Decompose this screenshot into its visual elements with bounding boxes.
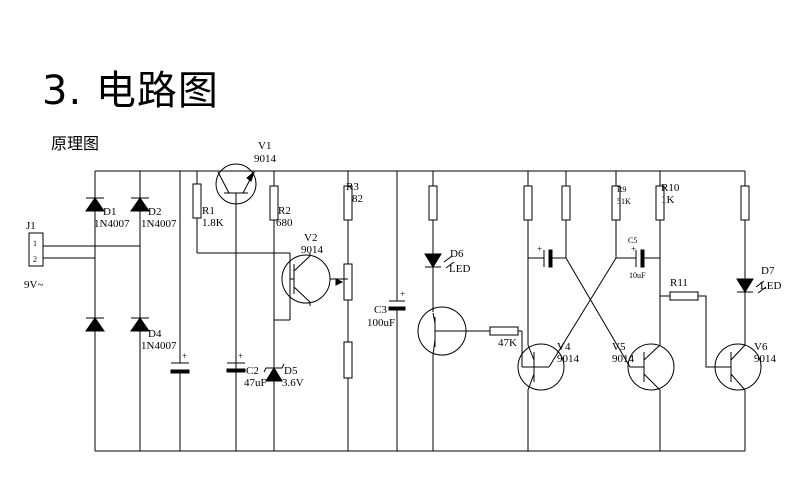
svg-text:+: + bbox=[537, 244, 542, 254]
capacitor-c3: + C3 100uF bbox=[367, 171, 406, 451]
label-j1: J1 bbox=[26, 220, 36, 232]
label-v4: V4 bbox=[557, 341, 571, 353]
label-d4: D4 bbox=[148, 328, 162, 340]
resistor-r11: R11 bbox=[660, 277, 722, 368]
resistor-r3: R3 82 bbox=[343, 171, 363, 221]
label-d1: D1 bbox=[103, 206, 116, 218]
label-v6-part: 9014 bbox=[754, 353, 777, 365]
svg-text:+: + bbox=[238, 351, 243, 361]
label-r1: R1 bbox=[202, 205, 215, 217]
label-d7-part: LED bbox=[760, 280, 781, 292]
diode-d4 bbox=[130, 317, 150, 332]
cross-coupling bbox=[548, 257, 631, 368]
resistor-r9: R9 51K bbox=[611, 171, 631, 258]
svg-text:+: + bbox=[631, 244, 636, 254]
transistor-v5: V5 9014 bbox=[612, 341, 675, 451]
diode-d2 bbox=[130, 197, 150, 212]
label-r10-val: 1K bbox=[661, 194, 675, 206]
label-j1-supply: 9V~ bbox=[24, 279, 43, 291]
diode-d3 bbox=[85, 317, 105, 332]
label-r10: R10 bbox=[661, 182, 680, 194]
label-d1-part: 1N4007 bbox=[94, 218, 130, 230]
label-r2: R2 bbox=[278, 205, 291, 217]
label-v2-part: 9014 bbox=[301, 244, 324, 256]
label-r9-val: 51K bbox=[617, 197, 631, 206]
resistor-47k: 47K bbox=[466, 326, 522, 349]
transistor-v1: V1 9014 bbox=[215, 140, 277, 451]
label-c5: C5 bbox=[628, 236, 637, 245]
label-d6: D6 bbox=[450, 248, 464, 260]
label-c2: C2 bbox=[246, 365, 259, 377]
resistor-v4-base bbox=[561, 171, 571, 258]
bridge-rectifier: D1 1N4007 D2 1N4007 D4 1N4007 bbox=[85, 171, 177, 451]
label-v5: V5 bbox=[612, 341, 626, 353]
transistor-v2: V2 9014 bbox=[273, 232, 348, 321]
resistor-r10: R10 1K bbox=[655, 171, 680, 345]
label-c3: C3 bbox=[374, 304, 387, 316]
label-d5-val: 3.6V bbox=[282, 377, 304, 389]
led-d7: D7 LED bbox=[736, 265, 781, 345]
capacitor-c1: + bbox=[170, 171, 190, 451]
label-47k: 47K bbox=[498, 337, 517, 349]
label-r2-val: 680 bbox=[276, 217, 293, 229]
label-v1: V1 bbox=[258, 140, 271, 152]
label-v5-part: 9014 bbox=[612, 353, 635, 365]
capacitor-c5: + C5 10uF bbox=[616, 236, 660, 280]
potentiometer bbox=[335, 220, 353, 301]
label-r3: R3 bbox=[346, 181, 359, 193]
resistor-r2: R2 680 bbox=[269, 171, 293, 253]
led-d6: D6 LED bbox=[424, 248, 470, 312]
resistor-r1: R1 1.8K bbox=[192, 171, 224, 253]
transistor-v4: V4 9014 bbox=[517, 331, 580, 451]
label-d7: D7 bbox=[761, 265, 775, 277]
label-d2: D2 bbox=[148, 206, 161, 218]
label-r9: R9 bbox=[617, 185, 626, 194]
resistor-d6-series bbox=[428, 171, 438, 254]
label-r11: R11 bbox=[670, 277, 688, 289]
capacitor-c4: + bbox=[528, 244, 566, 268]
resistor-lower bbox=[343, 300, 353, 451]
transistor-v3 bbox=[417, 306, 467, 451]
label-c5-val: 10uF bbox=[629, 271, 646, 280]
label-r3-val: 82 bbox=[352, 193, 363, 205]
label-v4-part: 9014 bbox=[557, 353, 580, 365]
label-v1-part: 9014 bbox=[254, 153, 277, 165]
connector-j1: J1 1 2 9V~ bbox=[24, 220, 140, 291]
resistor-d7-series bbox=[740, 171, 750, 279]
capacitor-c2: + C2 47uF bbox=[226, 351, 267, 389]
resistor-v4-collector bbox=[523, 171, 533, 345]
label-d2-part: 1N4007 bbox=[141, 218, 177, 230]
label-c2-val: 47uF bbox=[244, 377, 267, 389]
label-d4-part: 1N4007 bbox=[141, 340, 177, 352]
label-r1-val: 1.8K bbox=[202, 217, 224, 229]
label-j1-pin2: 2 bbox=[33, 255, 37, 264]
page-title: 3. 电路图 bbox=[42, 68, 219, 114]
label-j1-pin1: 1 bbox=[33, 239, 37, 248]
svg-text:+: + bbox=[400, 289, 405, 299]
transistor-v6: V6 9014 bbox=[714, 341, 777, 451]
label-c3-val: 100uF bbox=[367, 317, 395, 329]
label-v6: V6 bbox=[754, 341, 768, 353]
label-d6-part: LED bbox=[449, 263, 470, 275]
svg-text:+: + bbox=[182, 351, 187, 361]
diode-d1 bbox=[85, 197, 105, 212]
label-v2: V2 bbox=[304, 232, 317, 244]
label-d5: D5 bbox=[284, 365, 298, 377]
zener-d5: D5 3.6V bbox=[263, 320, 304, 451]
schematic-subtitle: 原理图 bbox=[51, 134, 100, 153]
